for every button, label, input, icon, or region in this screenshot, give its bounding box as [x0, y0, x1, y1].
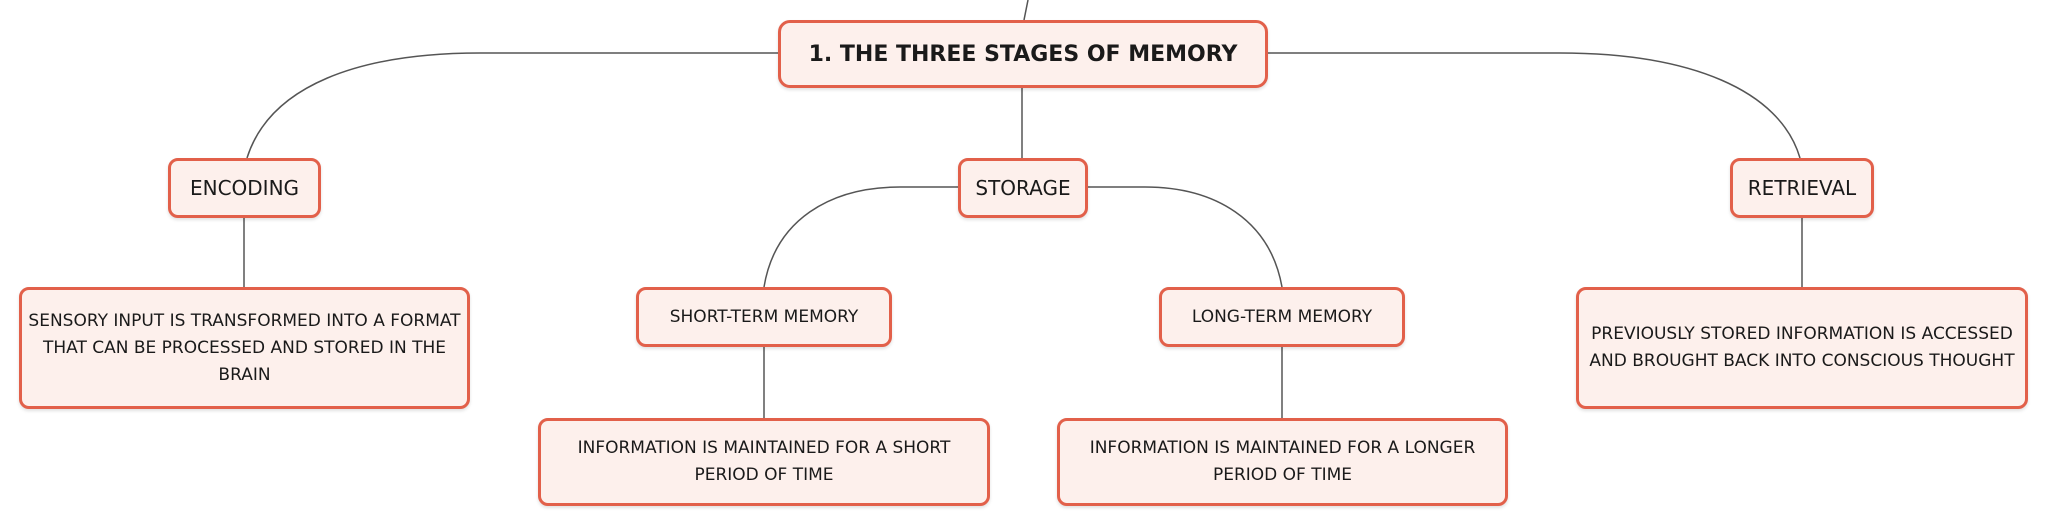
storage-label: STORAGE: [975, 176, 1071, 200]
long-term-memory-label: LONG-TERM MEMORY: [1191, 307, 1373, 327]
long-term-description-node[interactable]: INFORMATION IS MAINTAINED FOR A LONGER P…: [1057, 418, 1508, 506]
long-term-description: INFORMATION IS MAINTAINED FOR A LONGER P…: [1089, 438, 1476, 485]
retrieval-node[interactable]: RETRIEVAL: [1730, 158, 1874, 218]
encoding-description: SENSORY INPUT IS TRANSFORMED INTO A FORM…: [28, 310, 461, 385]
retrieval-description: PREVIOUSLY STORED INFORMATION IS ACCESSE…: [1589, 324, 2015, 371]
short-term-memory-node[interactable]: SHORT-TERM MEMORY: [636, 287, 892, 347]
root-topic-label: 1. THE THREE STAGES OF MEMORY: [808, 41, 1238, 67]
long-term-memory-node[interactable]: LONG-TERM MEMORY: [1159, 287, 1405, 347]
storage-node[interactable]: STORAGE: [958, 158, 1088, 218]
encoding-label: ENCODING: [189, 176, 300, 200]
link-storage-shortterm: [763, 186, 958, 288]
link-storage-longterm: [1086, 186, 1283, 288]
link-root-retrieval: [1267, 52, 1801, 159]
link-root-encoding: [246, 52, 778, 159]
short-term-description: INFORMATION IS MAINTAINED FOR A SHORT PE…: [577, 438, 951, 485]
retrieval-description-node[interactable]: PREVIOUSLY STORED INFORMATION IS ACCESSE…: [1576, 287, 2028, 409]
short-term-description-node[interactable]: INFORMATION IS MAINTAINED FOR A SHORT PE…: [538, 418, 990, 506]
encoding-description-node[interactable]: SENSORY INPUT IS TRANSFORMED INTO A FORM…: [19, 287, 470, 409]
root-topic-node[interactable]: 1. THE THREE STAGES OF MEMORY: [778, 20, 1268, 88]
short-term-memory-label: SHORT-TERM MEMORY: [669, 307, 859, 327]
encoding-node[interactable]: ENCODING: [168, 158, 321, 218]
incoming-link: [1023, 0, 1029, 21]
retrieval-label: RETRIEVAL: [1747, 176, 1857, 200]
